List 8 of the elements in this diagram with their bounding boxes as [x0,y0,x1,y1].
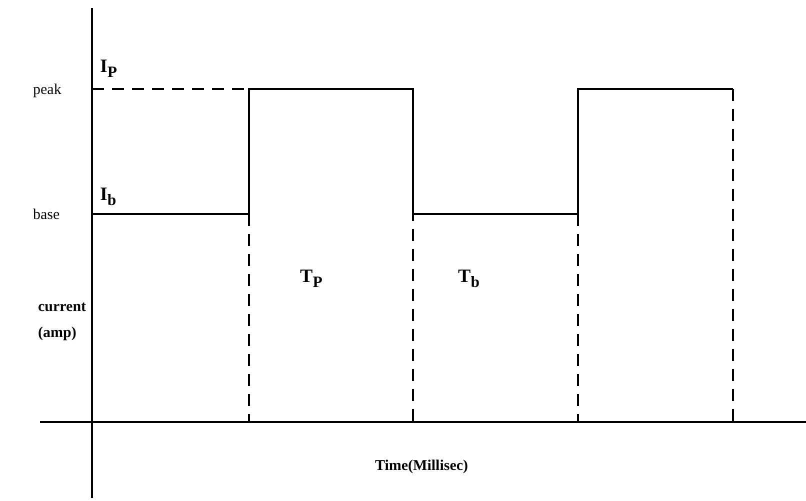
axis-title: current (amp) [38,298,88,343]
axis-title: Time(Millisec) [375,457,468,475]
level-label: peak [33,81,62,99]
pulse-time-symbol: T$_{P}$ [300,268,322,292]
base-time-symbol: T$_{b}$ [458,268,480,292]
level-label: base [33,206,60,224]
peak-current-symbol: I$_{P}$ [100,58,118,82]
base-current-symbol: I$_{b}$ [100,186,116,210]
